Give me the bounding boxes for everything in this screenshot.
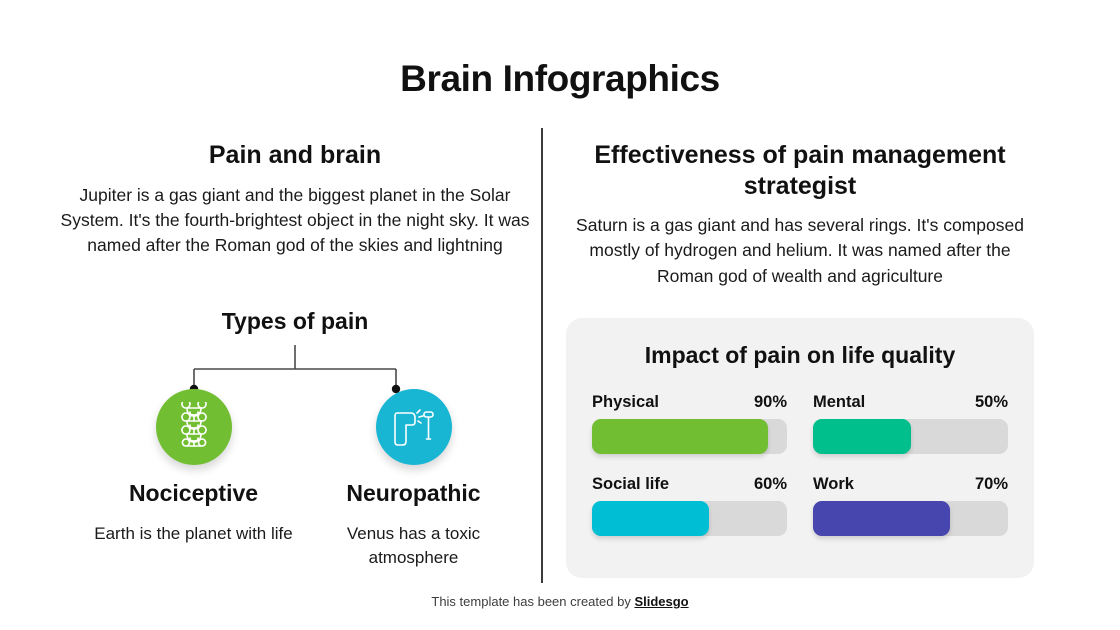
progress-fill: [592, 419, 768, 454]
right-column-heading: Effectiveness of pain management strateg…: [594, 141, 1006, 200]
progress-track: [592, 419, 787, 454]
progress-fill: [813, 419, 911, 454]
node-neuropathic[interactable]: [376, 389, 452, 465]
progress-track: [813, 501, 1008, 536]
left-column: Pain and brain Jupiter is a gas giant an…: [60, 140, 530, 259]
left-column-paragraph: Jupiter is a gas giant and the biggest p…: [60, 184, 530, 256]
impact-card-title: Impact of pain on life quality: [644, 342, 956, 368]
progress-track: [813, 419, 1008, 454]
page-title: Brain Infographics: [400, 58, 720, 99]
progress-track: [592, 501, 787, 536]
metric-label: Work: [813, 475, 854, 493]
tree-connector: [60, 345, 530, 400]
node-description-nociceptive: Earth is the planet with life: [94, 524, 293, 543]
impact-card: Impact of pain on life quality Physical …: [566, 318, 1034, 578]
metric-value: 60%: [753, 475, 787, 493]
node-nociceptive[interactable]: [156, 389, 232, 465]
tree-connector-svg: [189, 345, 401, 394]
spine-icon: [171, 402, 217, 452]
node-label-nociceptive: Nociceptive: [128, 480, 259, 506]
metric-physical: Physical 90%: [592, 393, 787, 454]
metric-value: 70%: [974, 475, 1008, 493]
metric-work: Work 70%: [813, 475, 1008, 536]
progress-fill: [592, 501, 709, 536]
metrics-grid: Physical 90% Mental 50% Social life: [592, 393, 1008, 536]
metric-mental: Mental 50%: [813, 393, 1008, 454]
types-of-pain-heading: Types of pain: [221, 308, 369, 334]
right-column: Effectiveness of pain management strateg…: [575, 140, 1025, 289]
node-description-neuropathic: Venus has a toxic atmosphere: [346, 524, 481, 567]
metric-header: Social life 60%: [592, 475, 787, 494]
footer-text: This template has been created by: [431, 594, 635, 609]
right-column-paragraph: Saturn is a gas giant and has several ri…: [576, 215, 1024, 286]
metric-header: Mental 50%: [813, 393, 1008, 412]
node-label-neuropathic: Neuropathic: [346, 480, 481, 506]
metric-label: Social life: [592, 475, 670, 493]
metric-label: Mental: [813, 393, 866, 411]
metric-value: 90%: [753, 393, 787, 411]
knee-reflex-hammer-icon: [389, 403, 439, 451]
metric-header: Work 70%: [813, 475, 1008, 494]
slidesgo-link[interactable]: Slidesgo: [634, 594, 689, 609]
metric-social-life: Social life 60%: [592, 475, 787, 536]
column-divider: [541, 128, 543, 583]
progress-fill: [813, 501, 950, 536]
left-column-heading: Pain and brain: [208, 141, 382, 169]
footer-credit: This template has been created by Slides…: [0, 594, 1120, 609]
metric-value: 50%: [974, 393, 1008, 411]
metric-label: Physical: [592, 393, 659, 411]
metric-header: Physical 90%: [592, 393, 787, 412]
